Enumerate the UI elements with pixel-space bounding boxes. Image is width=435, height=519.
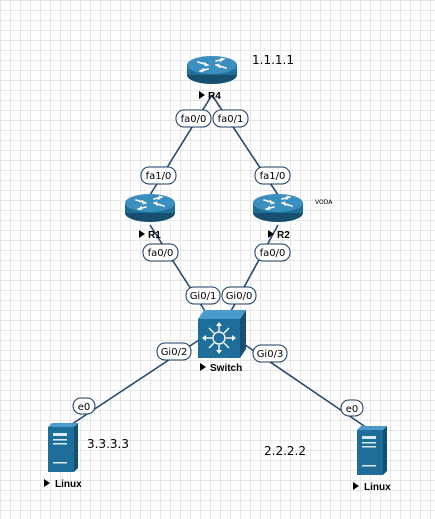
svg-text:Gi0/3: Gi0/3: [257, 349, 284, 360]
interface-label-r4-fa0-0: fa0/0: [175, 109, 212, 128]
annotation-r2-note: VODA: [315, 199, 333, 206]
multilayer-switch-icon: [198, 310, 246, 358]
interface-label-r1-fa1-0: fa1/0: [140, 166, 177, 185]
device-label-switch: Switch: [210, 363, 242, 374]
svg-text:fa0/0: fa0/0: [181, 114, 207, 125]
device-marker-icon: [44, 479, 50, 487]
annotation-right-ip: 2.2.2.2: [264, 444, 306, 458]
router-r4[interactable]: R4: [186, 55, 238, 102]
svg-text:fa0/1: fa0/1: [218, 114, 244, 125]
svg-text:e0: e0: [78, 402, 91, 413]
svg-text:e0: e0: [346, 404, 359, 415]
interface-label-r1-fa0-0: fa0/0: [142, 243, 179, 262]
svg-text:Gi0/0: Gi0/0: [226, 291, 253, 302]
interface-label-switch-gi0-0: Gi0/0: [221, 286, 257, 305]
switch[interactable]: Switch: [198, 310, 246, 374]
interface-label-linux-left-e0: e0: [72, 397, 96, 415]
device-marker-icon: [139, 230, 145, 238]
device-label-r2: R2: [277, 230, 290, 241]
router-icon: [186, 55, 238, 85]
svg-text:fa0/0: fa0/0: [260, 248, 286, 259]
link-r2-switch: [224, 224, 279, 323]
device-marker-icon: [353, 482, 359, 490]
link-r1-switch: [149, 224, 213, 323]
interface-label-switch-gi0-2: Gi0/2: [156, 342, 192, 361]
linux-server-right[interactable]: Linux: [353, 426, 391, 493]
annotation-left-ip: 3.3.3.3: [87, 437, 129, 451]
interface-label-linux-right-e0: e0: [340, 399, 364, 417]
device-marker-icon: [199, 91, 205, 99]
interface-label-r2-fa1-0: fa1/0: [254, 166, 291, 185]
router-icon: [124, 193, 176, 223]
device-label-linux-left: Linux: [55, 479, 82, 490]
router-r1[interactable]: R1: [124, 193, 176, 241]
router-icon: [252, 193, 304, 223]
svg-text:fa1/0: fa1/0: [260, 171, 286, 182]
svg-text:fa0/0: fa0/0: [148, 248, 174, 259]
router-r2[interactable]: R2: [252, 193, 304, 241]
device-label-r4: R4: [208, 91, 221, 102]
svg-text:fa1/0: fa1/0: [146, 171, 172, 182]
svg-text:Gi0/1: Gi0/1: [190, 291, 217, 302]
device-marker-icon: [268, 230, 274, 238]
device-marker-icon: [200, 363, 206, 371]
svg-text:Gi0/2: Gi0/2: [161, 347, 188, 358]
linux-server-left[interactable]: Linux: [44, 423, 82, 490]
device-label-linux-right: Linux: [364, 482, 391, 493]
interface-label-switch-gi0-3: Gi0/3: [252, 344, 288, 363]
interface-label-switch-gi0-1: Gi0/1: [185, 286, 221, 305]
interface-label-r2-fa0-0: fa0/0: [254, 243, 291, 262]
annotation-r4-ip: 1.1.1.1: [252, 53, 294, 67]
device-label-r1: R1: [148, 230, 161, 241]
interface-label-r4-fa0-1: fa0/1: [212, 109, 249, 128]
server-icon: [357, 426, 387, 475]
server-icon: [48, 423, 78, 472]
